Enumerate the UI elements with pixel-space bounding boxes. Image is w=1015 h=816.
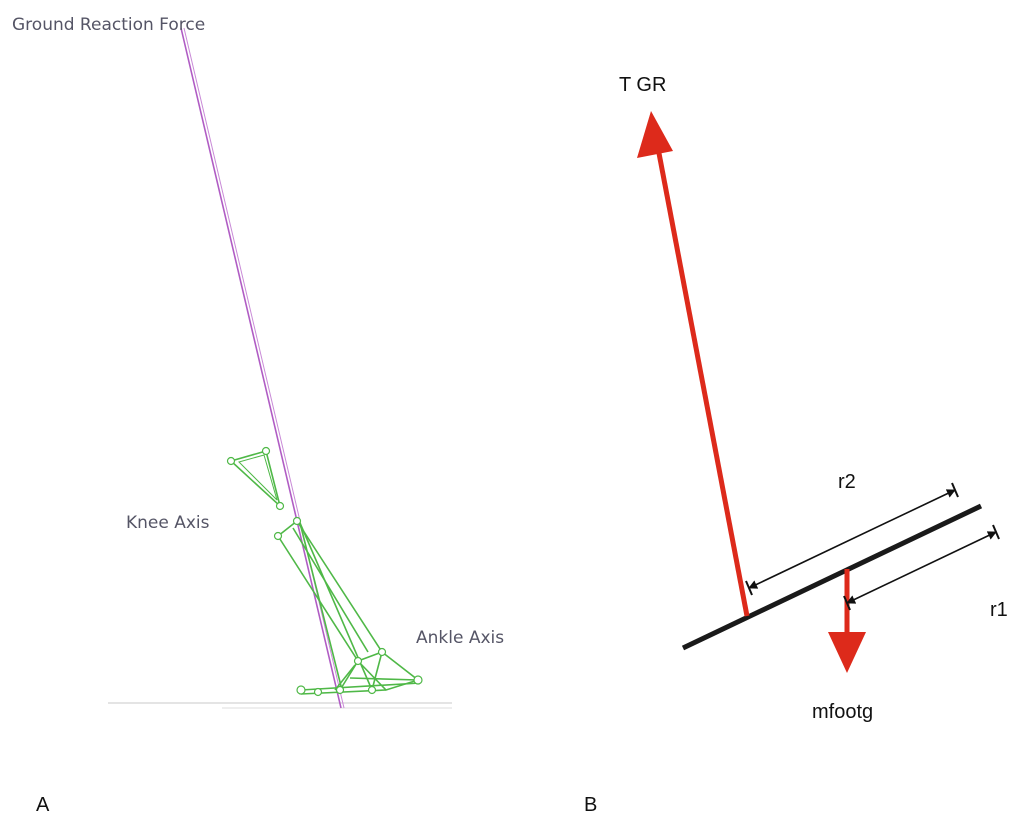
- marker-dot: [296, 685, 306, 695]
- panel-a: Ground Reaction Force Knee Axis Ankle Ax…: [12, 15, 504, 816]
- marker-dot: [226, 456, 236, 466]
- ground-reaction-force-line: [180, 27, 345, 709]
- leg-skeleton: [229, 450, 421, 695]
- ground-reaction-label: T GR: [619, 74, 666, 96]
- weight-label: mfootg: [812, 701, 873, 723]
- shank-line: [296, 520, 383, 653]
- marker-dot: [367, 685, 377, 695]
- panel-b-label: B: [584, 794, 597, 816]
- marker-dot: [413, 675, 423, 685]
- marker-dot: [292, 516, 302, 526]
- skeleton-markers: [226, 446, 423, 697]
- ankle-axis-label: Ankle Axis: [416, 628, 504, 648]
- marker-dot: [261, 446, 271, 456]
- marker-dot: [335, 685, 345, 695]
- weight-arrow: [828, 569, 866, 673]
- foot-line: [300, 682, 421, 691]
- panel-a-label: A: [36, 794, 50, 816]
- r2-dimension: [745, 482, 959, 596]
- ground-line: [108, 702, 452, 709]
- r1-label: r1: [990, 599, 1008, 621]
- force-arrowhead: [637, 111, 673, 158]
- thigh-marker-triangle: [229, 450, 282, 509]
- marker-dot: [273, 531, 283, 541]
- knee-axis-label: Knee Axis: [126, 513, 210, 533]
- marker-dot: [353, 656, 363, 666]
- panel-b: T GR r2 r1 mfootg B: [584, 74, 1008, 816]
- r1-dimension: [843, 524, 1000, 611]
- marker-dot: [313, 687, 323, 697]
- marker-dot: [275, 501, 285, 511]
- r2-label: r2: [838, 471, 856, 493]
- ground-reaction-force-arrow: [637, 111, 750, 617]
- weight-arrowhead: [828, 632, 866, 673]
- ground-reaction-force-label: Ground Reaction Force: [12, 15, 205, 35]
- marker-dot: [377, 647, 387, 657]
